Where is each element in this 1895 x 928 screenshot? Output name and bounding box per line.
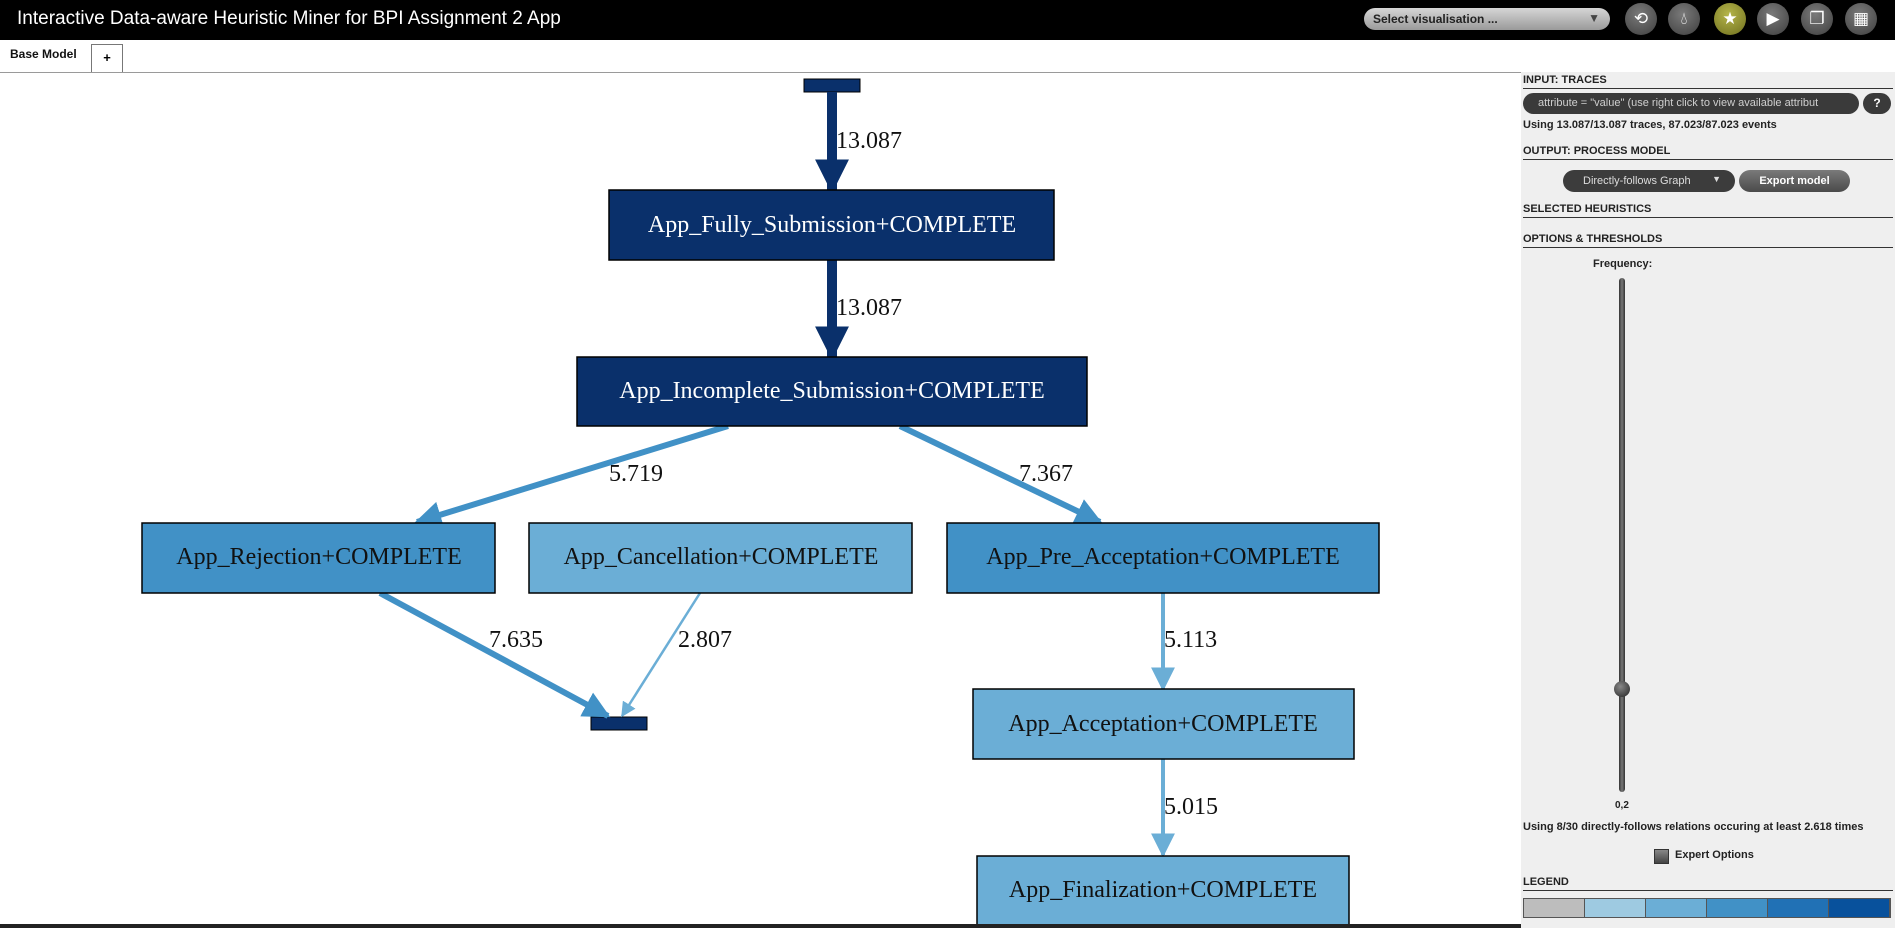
bottom-scrollbar[interactable] — [0, 924, 1521, 928]
input-traces-heading: INPUT: TRACES — [1523, 74, 1893, 89]
expert-options-checkbox[interactable] — [1654, 849, 1669, 864]
drop-icon: 💧︎ — [1680, 9, 1688, 29]
edge-label: 7.367 — [1019, 461, 1073, 487]
edge-label: 5.719 — [609, 461, 663, 487]
activity-label: App_Cancellation+COMPLETE — [564, 544, 879, 570]
trace-filter-input[interactable]: attribute = "value" (use right click to … — [1523, 93, 1859, 114]
activity-label: App_Finalization+COMPLETE — [1009, 877, 1317, 903]
activity-node-acceptation[interactable]: App_Acceptation+COMPLETE — [972, 688, 1355, 760]
side-panel — [1521, 72, 1895, 928]
edge-label: 2.807 — [678, 627, 732, 653]
export-model-button[interactable]: Export model — [1739, 170, 1850, 192]
legend-heading: LEGEND — [1523, 876, 1893, 891]
legend-swatch — [1707, 899, 1768, 917]
legend-color-scale — [1523, 898, 1891, 918]
copy-icon: ❐ — [1809, 9, 1825, 29]
activity-label: App_Incomplete_Submission+COMPLETE — [619, 378, 1045, 404]
end-node[interactable] — [590, 716, 648, 731]
frequency-slider-thumb[interactable] — [1614, 681, 1630, 698]
legend-swatch — [1646, 899, 1707, 917]
visualisation-select[interactable]: Select visualisation ... ▼ — [1364, 8, 1610, 30]
tab-base-model[interactable]: Base Model — [10, 47, 77, 61]
slider-value: 0,2 — [1615, 800, 1629, 811]
star-icon: ★ — [1722, 9, 1738, 29]
traces-info: Using 13.087/13.087 traces, 87.023/87.02… — [1523, 119, 1777, 131]
edge-rejection-to-end[interactable] — [378, 590, 611, 719]
frequency-label: Frequency: — [1593, 258, 1653, 270]
legend-swatch — [1585, 899, 1646, 917]
grid-button[interactable]: ▦ — [1845, 3, 1877, 35]
activity-label: App_Pre_Acceptation+COMPLETE — [986, 544, 1339, 570]
add-tab-button[interactable]: + — [91, 44, 123, 72]
copy-button[interactable]: ❐ — [1801, 3, 1833, 35]
edge-label: 5.015 — [1164, 794, 1218, 820]
edge-incomplete-to-rejection[interactable] — [414, 423, 729, 528]
drop-button[interactable]: 💧︎ — [1668, 3, 1700, 35]
process-graph-canvas: 13.087 13.087 5.719 7.367 7.635 2.807 5.… — [141, 78, 1380, 925]
activity-node-cancellation[interactable]: App_Cancellation+COMPLETE — [528, 522, 913, 594]
dropdown-arrow-icon: ▼ — [1712, 174, 1721, 184]
visualisation-select-label: Select visualisation ... — [1373, 12, 1498, 26]
edge-cancellation-to-end[interactable] — [620, 592, 702, 718]
output-model-heading: OUTPUT: PROCESS MODEL — [1523, 145, 1893, 160]
app-title: Interactive Data-aware Heuristic Miner f… — [17, 8, 561, 29]
tab-bar: Base Model + — [0, 40, 1895, 73]
activity-label: App_Fully_Submission+COMPLETE — [648, 212, 1016, 238]
legend-swatch — [1524, 899, 1585, 917]
start-node[interactable] — [803, 78, 861, 93]
model-type-label: Directly-follows Graph — [1583, 175, 1691, 187]
activity-node-incomplete-submission[interactable]: App_Incomplete_Submission+COMPLETE — [576, 356, 1088, 427]
star-button[interactable]: ★ — [1714, 3, 1746, 35]
activity-node-fully-submission[interactable]: App_Fully_Submission+COMPLETE — [608, 189, 1055, 261]
activity-node-rejection[interactable]: App_Rejection+COMPLETE — [141, 522, 496, 594]
activity-label: App_Rejection+COMPLETE — [176, 544, 462, 570]
play-button[interactable]: ▶ — [1757, 3, 1789, 35]
edge-label: 7.635 — [489, 627, 543, 653]
selected-heuristics-heading: SELECTED HEURISTICS — [1523, 203, 1893, 218]
activity-node-finalization[interactable]: App_Finalization+COMPLETE — [976, 855, 1350, 925]
grid-icon: ▦ — [1852, 9, 1870, 29]
options-thresholds-heading: OPTIONS & THRESHOLDS — [1523, 233, 1893, 248]
title-bar: Interactive Data-aware Heuristic Miner f… — [0, 0, 1895, 40]
refresh-button[interactable]: ⟲ — [1625, 3, 1657, 35]
activity-node-pre-acceptation[interactable]: App_Pre_Acceptation+COMPLETE — [946, 522, 1380, 594]
edge-incomplete-to-pre-acceptation[interactable] — [898, 423, 1103, 525]
refresh-icon: ⟲ — [1633, 9, 1649, 29]
edge-label: 13.087 — [836, 295, 902, 321]
edge-label: 5.113 — [1164, 627, 1217, 653]
legend-swatch — [1829, 899, 1890, 917]
dropdown-arrow-icon: ▼ — [1588, 11, 1600, 25]
legend-swatch — [1768, 899, 1829, 917]
expert-options-label: Expert Options — [1675, 849, 1754, 861]
model-type-select[interactable]: Directly-follows Graph ▼ — [1563, 170, 1735, 192]
relations-info: Using 8/30 directly-follows relations oc… — [1523, 821, 1864, 833]
help-button[interactable]: ? — [1863, 93, 1891, 114]
activity-label: App_Acceptation+COMPLETE — [1008, 711, 1317, 737]
frequency-slider-track[interactable] — [1619, 278, 1625, 792]
play-icon: ▶ — [1766, 9, 1780, 29]
edge-label: 13.087 — [836, 128, 902, 154]
